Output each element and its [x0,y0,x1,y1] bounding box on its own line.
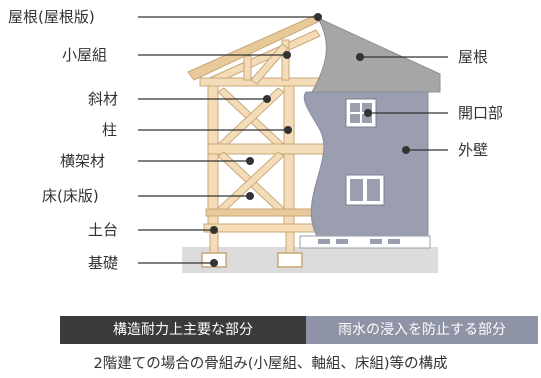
leader-dot [210,226,218,234]
window-lower-pane-2 [367,179,380,201]
leader-dot [314,13,322,21]
window-upper-pane-3 [350,114,360,123]
roof-truss-strut-1 [243,55,252,81]
label-sill: 土台 [88,221,118,239]
footing-middle [277,252,303,268]
label-post: 柱 [102,121,117,139]
vent-1 [318,239,330,244]
legend-structural: 構造耐力上主要な部分 [60,316,306,344]
label-roof-truss: 小屋組 [62,46,107,64]
post-leg-middle [285,230,295,256]
label-foundation: 基礎 [88,254,118,272]
vent-2 [336,239,348,244]
leader-dot [246,192,254,200]
window-lower-pane-1 [350,179,363,201]
legend: 構造耐力上主要な部分 雨水の浸入を防止する部分 [60,316,538,344]
window-upper-pane-4 [362,114,372,123]
floor-board [205,208,327,217]
house-structure-diagram: 屋根(屋根版) 小屋組 斜材 柱 横架材 床(床版) 土台 基礎 屋根 開口部 [8,8,503,273]
roof-board [187,13,323,81]
right-labels: 屋根 開口部 外壁 [356,48,503,159]
exterior-wall-panel [303,91,429,239]
leader-dot [283,51,291,59]
leader-dot [284,126,292,134]
label-exterior-wall: 外壁 [458,141,488,159]
leader-dot [263,95,271,103]
label-opening: 開口部 [458,104,503,122]
roof-truss-beam [199,77,329,87]
post-leg-left [209,230,219,256]
figure-caption: 2階建ての場合の骨組み(小屋組、軸組、床組)等の構成 [93,356,448,372]
roof-truss-brace [250,43,289,85]
label-brace: 斜材 [88,90,118,108]
legend-waterproof: 雨水の浸入を防止する部分 [306,316,538,344]
window-upper-pane-1 [350,103,360,112]
exterior-side [299,16,441,249]
roof-truss-strut-2 [281,39,290,81]
window-upper-pane-2 [362,103,372,112]
label-floor: 床(床版) [42,187,99,205]
horizontal-member [207,143,327,155]
roof-covering [311,16,441,93]
vent-3 [370,239,382,244]
leader-dot [246,157,254,165]
label-roof: 屋根 [458,48,488,66]
sill [203,223,329,233]
wood-frame [187,13,329,268]
left-labels: 屋根(屋根版) 小屋組 斜材 柱 横架材 床(床版) 土台 基礎 [8,8,322,272]
label-horizontal-member: 横架材 [60,152,105,170]
vent-4 [388,239,400,244]
leader-dot [210,259,218,267]
label-roof-board: 屋根(屋根版) [8,8,95,26]
